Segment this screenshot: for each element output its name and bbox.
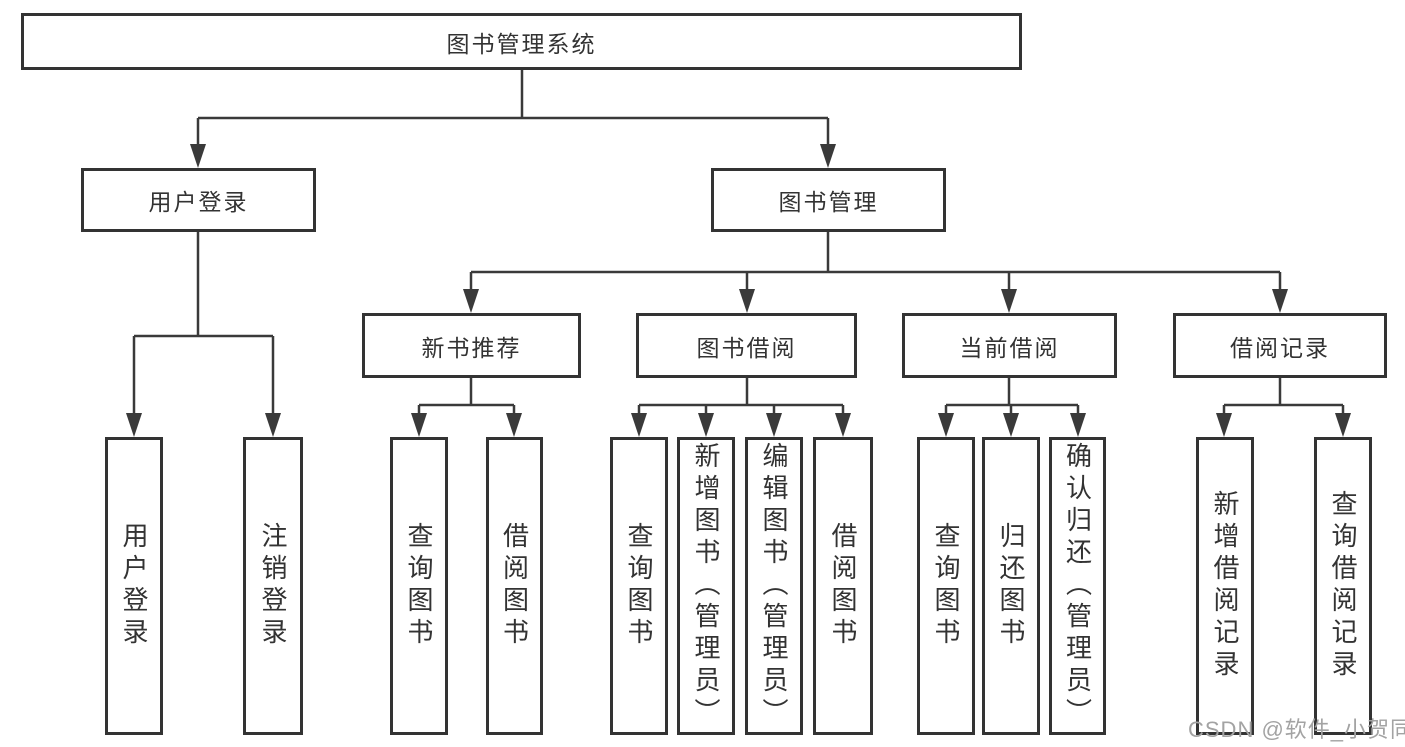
- leaf-add-books-admin: 新增图书（管理员）: [677, 437, 735, 735]
- node-user-login: 用户登录: [81, 168, 316, 232]
- leaf-query-books-current-label: 查询图书: [931, 522, 961, 650]
- leaf-logout-label: 注销登录: [258, 522, 288, 650]
- node-book-management-label: 图书管理: [778, 189, 879, 215]
- node-book-borrowing-label: 图书借阅: [696, 334, 797, 361]
- leaf-add-borrow-record: 新增借阅记录: [1196, 437, 1254, 735]
- leaf-return-books: 归还图书: [982, 437, 1040, 735]
- node-user-login-label: 用户登录: [148, 189, 249, 215]
- leaf-logout: 注销登录: [243, 437, 303, 735]
- leaf-query-borrow-record: 查询借阅记录: [1314, 437, 1372, 735]
- leaf-add-books-admin-label: 新增图书（管理员）: [691, 442, 721, 730]
- node-root: 图书管理系统: [21, 13, 1022, 70]
- node-new-book-recommendation: 新书推荐: [362, 313, 581, 378]
- node-root-label: 图书管理系统: [446, 30, 597, 57]
- leaf-borrow-books: 借阅图书: [813, 437, 873, 735]
- node-book-management: 图书管理: [711, 168, 946, 232]
- node-borrowing-records-label: 借阅记录: [1230, 334, 1330, 361]
- leaf-edit-books-admin: 编辑图书（管理员）: [745, 437, 803, 735]
- node-borrowing-records: 借阅记录: [1173, 313, 1387, 378]
- leaf-borrow-books-recommend-label: 借阅图书: [499, 522, 530, 650]
- leaf-confirm-return-admin: 确认归还（管理员）: [1049, 437, 1106, 735]
- leaf-borrow-books-label: 借阅图书: [828, 522, 858, 650]
- node-book-borrowing: 图书借阅: [636, 313, 857, 378]
- node-current-borrowing: 当前借阅: [902, 313, 1117, 378]
- leaf-borrow-books-recommend: 借阅图书: [486, 437, 543, 735]
- leaf-edit-books-admin-label: 编辑图书（管理员）: [759, 442, 789, 730]
- leaf-query-books-borrow-label: 查询图书: [624, 522, 654, 650]
- node-current-borrowing-label: 当前借阅: [959, 334, 1060, 361]
- leaf-return-books-label: 归还图书: [996, 522, 1026, 650]
- leaf-query-books-recommend: 查询图书: [390, 437, 448, 735]
- leaf-query-books-recommend-label: 查询图书: [404, 522, 434, 650]
- leaf-add-borrow-record-label: 新增借阅记录: [1210, 490, 1240, 682]
- leaf-user-login: 用户登录: [105, 437, 163, 735]
- leaf-query-books-borrow: 查询图书: [610, 437, 668, 735]
- leaf-user-login-label: 用户登录: [119, 522, 149, 650]
- leaf-confirm-return-admin-label: 确认归还（管理员）: [1062, 442, 1093, 730]
- node-new-book-recommendation-label: 新书推荐: [421, 334, 522, 361]
- leaf-query-books-current: 查询图书: [917, 437, 975, 735]
- csdn-watermark: CSDN @软件_小贺同学: [1188, 717, 1405, 742]
- leaf-query-borrow-record-label: 查询借阅记录: [1328, 490, 1358, 682]
